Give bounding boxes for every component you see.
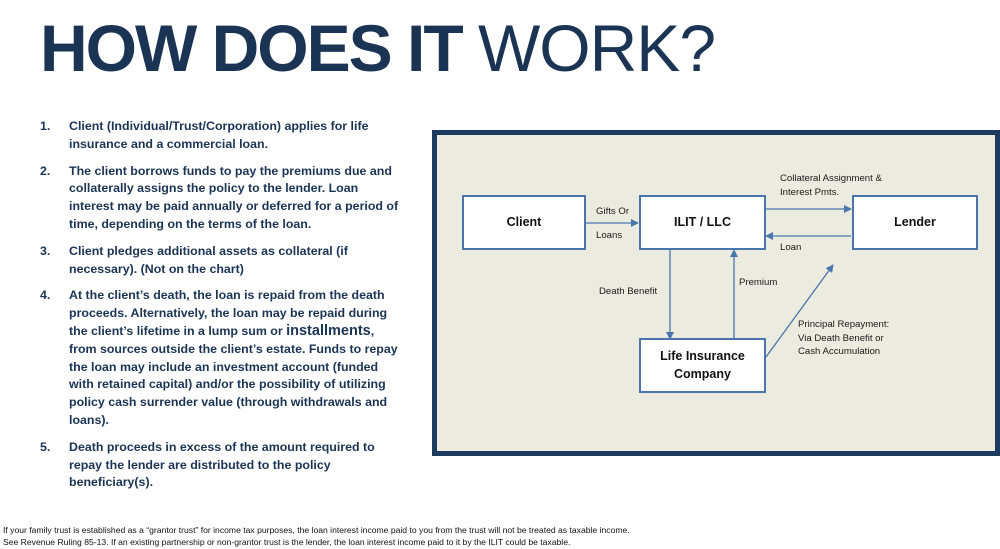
- life-insurance-line1: Life Insurance: [660, 349, 745, 363]
- step-text: Client pledges additional assets as coll…: [69, 243, 348, 276]
- step-item: 5. Death proceeds in excess of the amoun…: [40, 439, 400, 492]
- title-light-part: WORK?: [478, 11, 716, 85]
- ilit-label: ILIT / LLC: [674, 214, 731, 229]
- principal-line1: Principal Repayment:: [798, 319, 890, 330]
- lender-box: Lender: [852, 195, 978, 250]
- footnote-line1: If your family trust is established as a…: [3, 525, 630, 535]
- step-text: At the client’s death, the loan is repai…: [69, 287, 400, 429]
- step-text: The client borrows funds to pay the prem…: [69, 163, 399, 231]
- page-title: HOW DOES IT WORK?: [40, 8, 716, 88]
- client-box: Client: [462, 195, 586, 250]
- footnote-line2: See Revenue Ruling 85-13. If an existing…: [3, 536, 571, 547]
- step-text-before: At the client’s death, the loan is repai…: [69, 288, 388, 338]
- step-number: 4.: [40, 288, 51, 303]
- life-insurance-line2: Company: [674, 366, 731, 381]
- collateral-line2: Interest Pmts.: [780, 186, 840, 198]
- loans-label: Loans: [596, 230, 623, 241]
- step-number: 1.: [40, 119, 51, 133]
- gifts-or-label: Gifts Or: [596, 206, 630, 217]
- step-item: 2. The client borrows funds to pay the p…: [40, 163, 400, 234]
- loan-label: Loan: [780, 242, 802, 253]
- ilit-llc-box: ILIT / LLC: [639, 195, 766, 250]
- client-label: Client: [506, 214, 542, 229]
- footnote: If your family trust is established as a…: [3, 525, 630, 548]
- premium-label: Premium: [739, 277, 778, 288]
- step-item: 3. Client pledges additional assets as c…: [40, 243, 400, 279]
- principal-line2: Via Death Benefit or: [798, 332, 884, 344]
- step-number: 5.: [40, 439, 51, 454]
- step-number: 2.: [40, 163, 51, 178]
- principal-repayment-arrow: [765, 264, 834, 358]
- step-item: 1. Client (Individual/Trust/Corporation)…: [40, 118, 400, 154]
- steps-list: 1. Client (Individual/Trust/Corporation)…: [40, 118, 400, 501]
- collateral-line1: Collateral Assignment &: [780, 173, 882, 184]
- diagram-arrows: [586, 205, 852, 358]
- step-number: 3.: [40, 243, 51, 258]
- death-benefit-label: Death Benefit: [599, 286, 658, 297]
- principal-repayment-label: Principal Repayment: Via Death Benefit or…: [798, 318, 889, 359]
- principal-line3: Cash Accumulation: [798, 346, 881, 357]
- step-text-after: , from sources outside the client’s esta…: [69, 323, 398, 427]
- lender-label: Lender: [894, 214, 936, 229]
- step-item: 4. At the client’s death, the loan is re…: [40, 287, 400, 429]
- collateral-assignment-label: Collateral Assignment & Interest Pmts.: [780, 172, 882, 199]
- title-bold-part: HOW DOES IT: [40, 11, 464, 85]
- step-text: Death proceeds in excess of the amount r…: [69, 439, 375, 490]
- step-text-emphasis: installments: [286, 322, 371, 339]
- step-text: Client (Individual/Trust/Corporation) ap…: [69, 119, 369, 151]
